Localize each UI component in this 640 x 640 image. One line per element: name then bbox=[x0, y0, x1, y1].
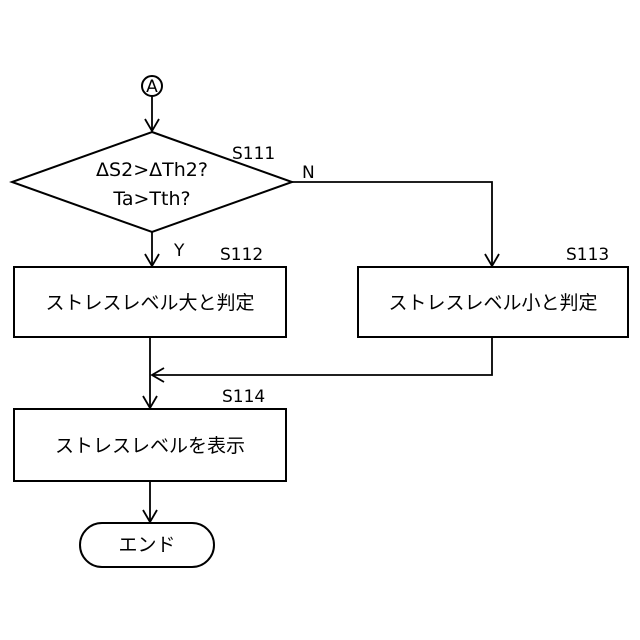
step-label-s112: S112 bbox=[220, 245, 263, 265]
connector-label: A bbox=[146, 77, 158, 97]
step-label-s114: S114 bbox=[222, 387, 265, 407]
edge-display-to-end bbox=[143, 481, 157, 522]
process-low-label: ストレスレベル小と判定 bbox=[388, 292, 597, 314]
edge-decision-yes: Y bbox=[145, 232, 185, 266]
process-display-label: ストレスレベルを表示 bbox=[55, 435, 245, 457]
process-s112: ストレスレベル大と判定 S112 bbox=[14, 245, 286, 337]
process-high-label: ストレスレベル大と判定 bbox=[45, 292, 254, 314]
edge-decision-no: N bbox=[292, 163, 499, 266]
connector-a: A bbox=[142, 76, 162, 97]
terminal-end: エンド bbox=[80, 523, 214, 567]
edge-low-to-merge bbox=[152, 337, 492, 382]
branch-label-yes: Y bbox=[173, 241, 185, 261]
process-s113: ストレスレベル小と判定 S113 bbox=[358, 245, 628, 337]
branch-label-no: N bbox=[302, 163, 315, 183]
decision-s111: ΔS2>ΔTh2? Ta>Tth? S111 bbox=[12, 132, 292, 232]
step-label-s111: S111 bbox=[232, 144, 275, 164]
step-label-s113: S113 bbox=[566, 245, 609, 265]
decision-condition-1: ΔS2>ΔTh2? bbox=[96, 159, 208, 181]
decision-condition-2: Ta>Tth? bbox=[112, 188, 190, 210]
terminal-label: エンド bbox=[118, 534, 175, 556]
edge-connector-to-decision bbox=[145, 96, 159, 131]
